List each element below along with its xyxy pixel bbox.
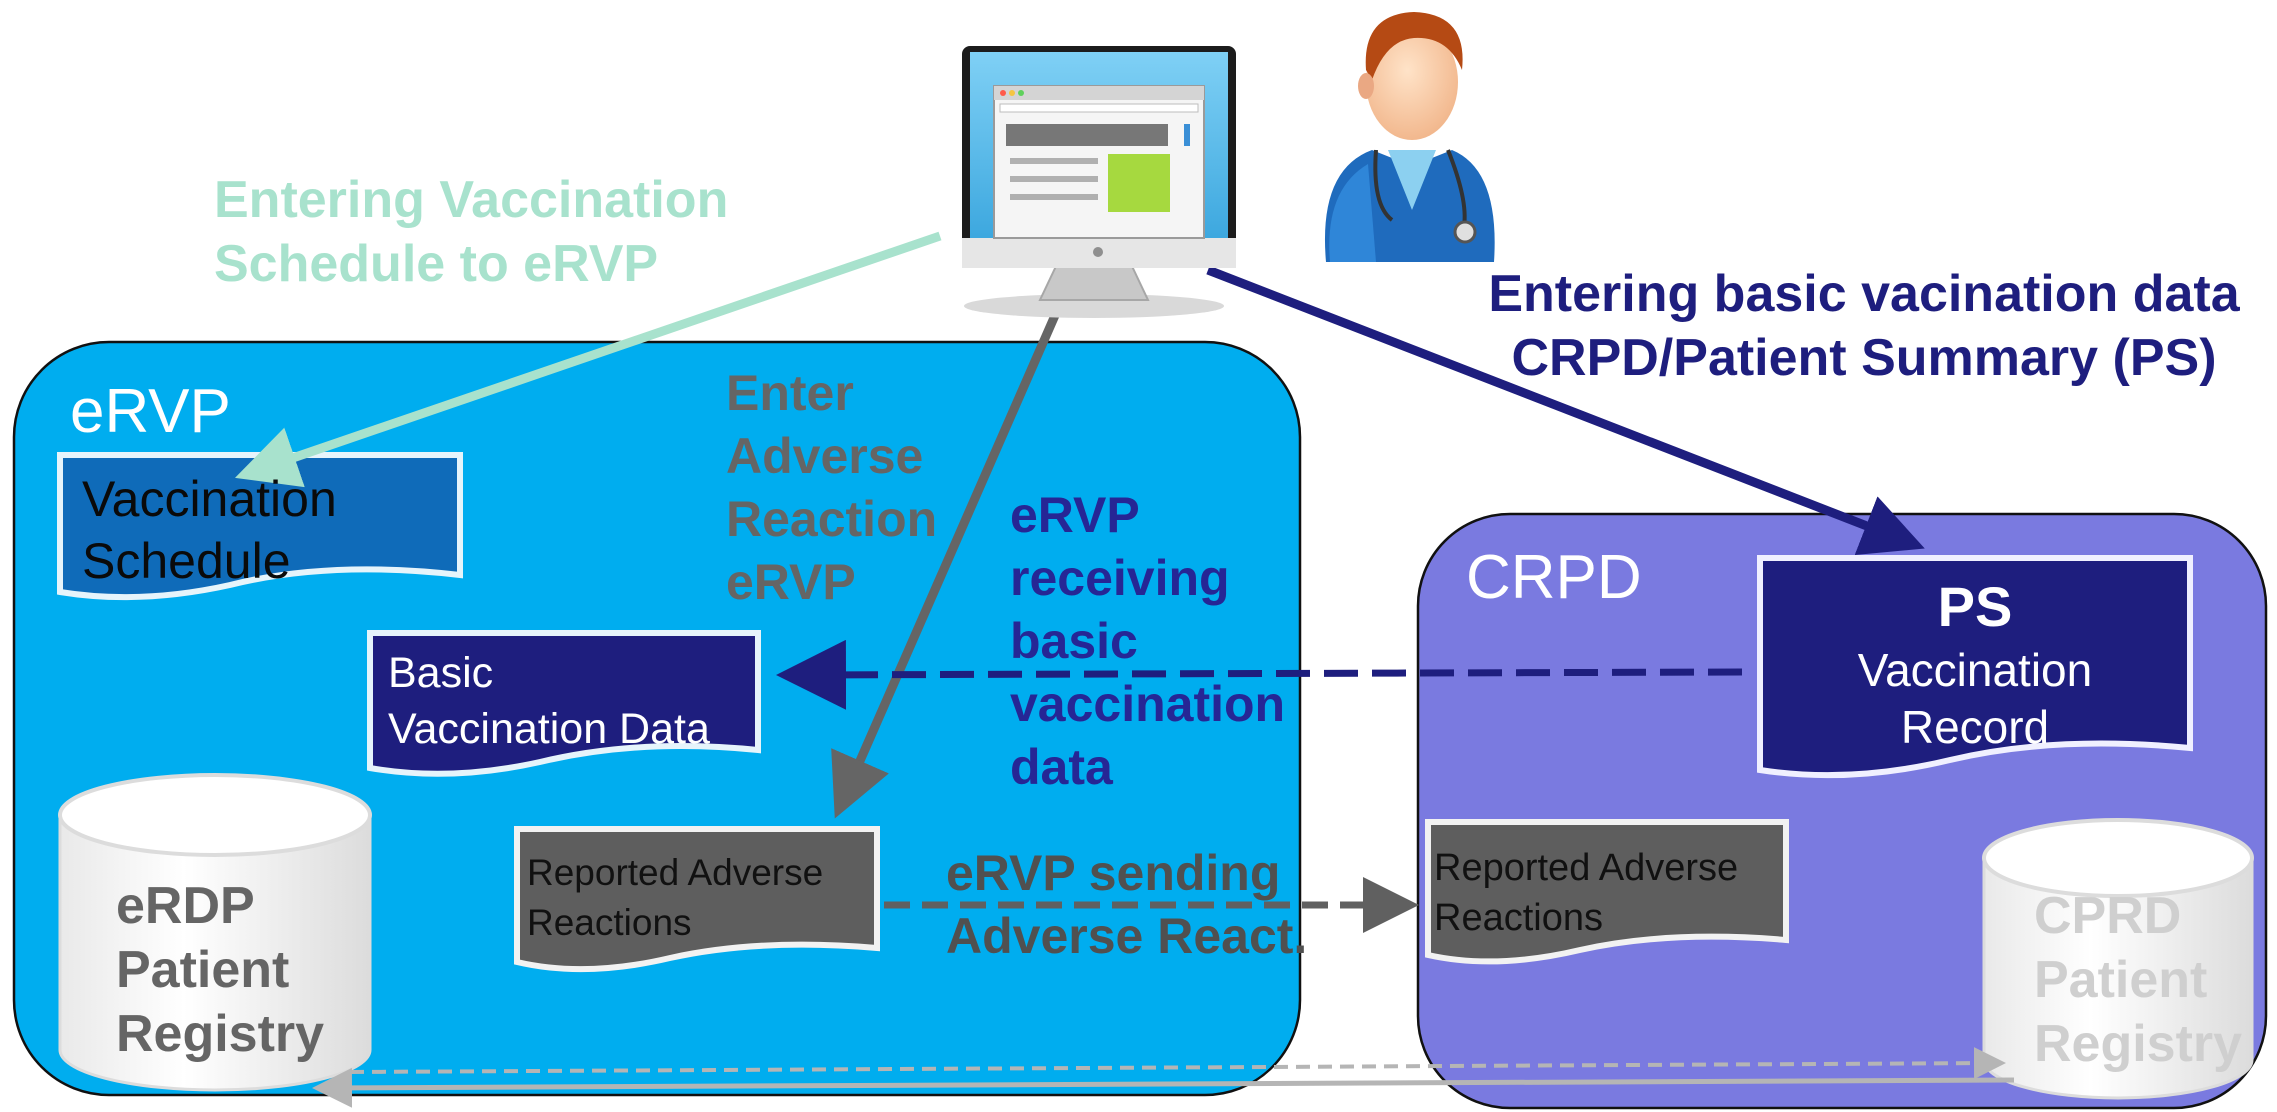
ervp-receiving-label: eRVP receiving basic vaccination data (1010, 487, 1286, 795)
ps-vaccination-record-doc (1757, 555, 2193, 779)
crpd-adverse-reactions-text: Reported Adverse Reactions (1434, 847, 1739, 939)
basic-vaccination-data-text: Basic Vaccination Data (388, 649, 710, 753)
cprd-registry-cylinder (1982, 818, 2254, 1100)
schedule-arrow (234, 231, 942, 488)
registry-solid-sync (312, 1067, 2015, 1108)
enter-adverse-label: Enter Adverse Reaction eRVP (726, 365, 938, 610)
ps-subtitle: Vaccination Record (1857, 644, 2093, 753)
ps-entry-arrow (1206, 265, 1925, 556)
ervp-sending-label: eRVP sending Adverse React. (946, 845, 1308, 964)
ervp-adverse-reactions-text: Reported Adverse Reactions (527, 852, 824, 943)
adverse-entry-arrow (831, 270, 1079, 819)
crpd-adverse-reactions-doc (1425, 819, 1789, 965)
erdp-registry-text: eRDP Patient Registry (116, 877, 325, 1063)
crpd-title: CRPD (1466, 543, 1642, 612)
ps-title: PS (1937, 575, 2013, 638)
entering-basic-label: Entering basic vacination data CRPD/Pati… (1488, 265, 2240, 387)
entering-schedule-label: Entering Vaccination Schedule to eRVP (214, 171, 729, 293)
ervp-adverse-reactions-doc (514, 826, 880, 973)
registry-dashed-sync (349, 1047, 2006, 1080)
vaccination-schedule-doc (57, 452, 463, 601)
vaccination-schedule-text: Vaccination Schedule (82, 471, 337, 589)
cprd-registry-text: CPRD Patient Registry (2034, 887, 2243, 1073)
computer-monitor-icon (962, 46, 1236, 318)
erdp-registry-cylinder (58, 773, 372, 1092)
receiving-dashed-arrow (776, 639, 1743, 710)
basic-vaccination-data-doc (367, 630, 761, 777)
ervp-title: eRVP (70, 377, 231, 446)
doctor-avatar-icon (1324, 12, 1495, 262)
